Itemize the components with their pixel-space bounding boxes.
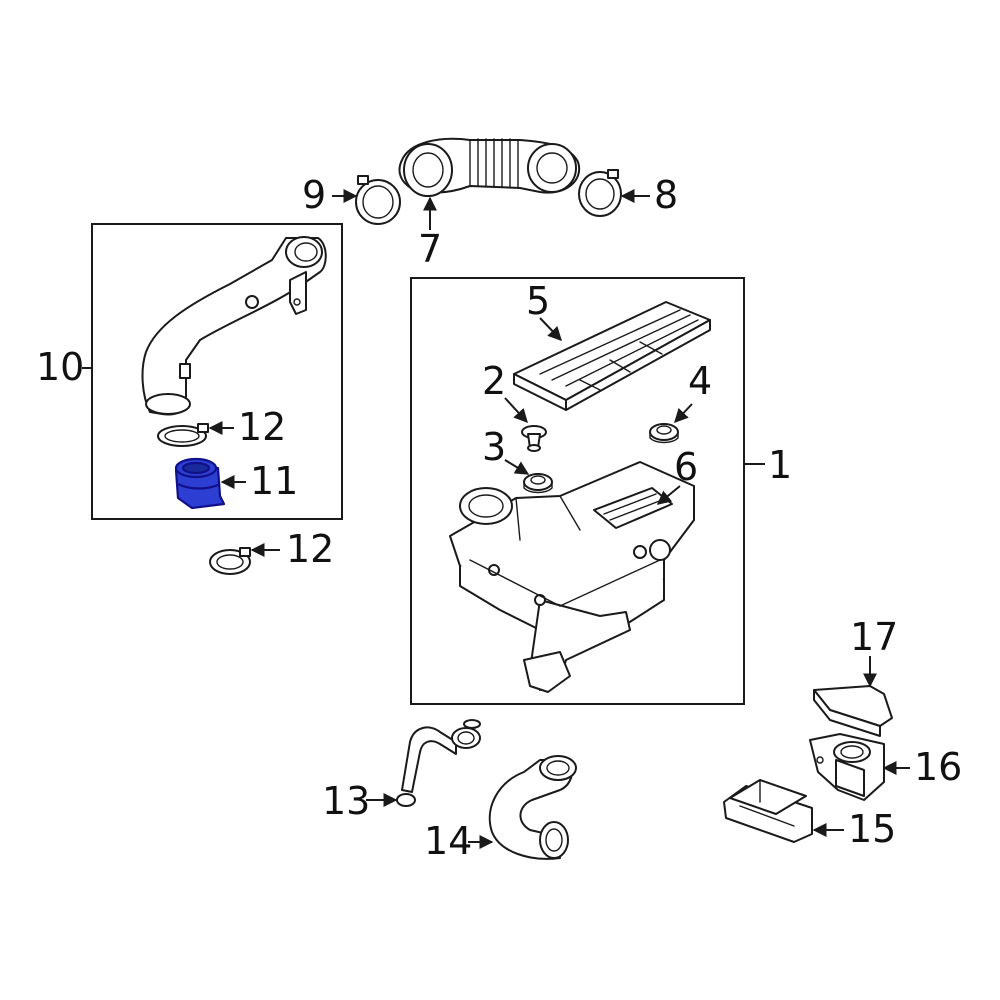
callout-17: 17: [850, 615, 898, 659]
callout-15: 15: [848, 807, 896, 851]
part-12-clamp-lower[interactable]: [209, 547, 251, 575]
part-3-grommet[interactable]: [523, 473, 553, 494]
part-17-cover[interactable]: [813, 685, 893, 737]
part-8-hose-clamp[interactable]: [578, 169, 622, 217]
part-11-coupler-highlighted[interactable]: [174, 457, 226, 510]
callout-8: 8: [654, 173, 678, 217]
part-14-intake-elbow[interactable]: [488, 755, 577, 860]
group-box-air-cleaner: [410, 277, 745, 705]
callout-3: 3: [482, 425, 506, 469]
part-16-bracket[interactable]: [809, 733, 885, 801]
leader-6: [656, 485, 681, 505]
callout-10: 10: [36, 345, 84, 389]
group-box-intake-pipe: [91, 223, 343, 520]
callout-9: 9: [302, 173, 326, 217]
part-1-air-cleaner-housing[interactable]: [449, 461, 695, 693]
part-10-intake-pipe[interactable]: [141, 236, 327, 416]
leader-4: [674, 403, 693, 424]
callout-16: 16: [914, 745, 962, 789]
callout-4: 4: [688, 359, 712, 403]
part-4-grommet[interactable]: [649, 423, 679, 444]
part-12-clamp-upper[interactable]: [157, 423, 209, 447]
part-15-duct[interactable]: [723, 779, 813, 843]
callout-1: 1: [768, 443, 792, 487]
part-7-intake-hose[interactable]: [398, 137, 581, 197]
leader-2: [504, 397, 528, 424]
callout-5: 5: [526, 279, 550, 323]
callout-6: 6: [674, 445, 698, 489]
leader-3: [504, 459, 530, 475]
callout-11: 11: [250, 459, 298, 503]
leader-5: [539, 317, 562, 342]
part-2-stud[interactable]: [521, 425, 547, 452]
callout-12-lower: 12: [286, 527, 334, 571]
callout-2: 2: [482, 359, 506, 403]
part-13-breather-hose[interactable]: [396, 719, 481, 807]
callout-13: 13: [322, 779, 370, 823]
callout-14: 14: [424, 819, 472, 863]
callout-7: 7: [418, 227, 442, 271]
callout-12-upper: 12: [238, 405, 286, 449]
part-5-filter-element[interactable]: [513, 301, 711, 411]
part-9-hose-clamp[interactable]: [355, 175, 401, 225]
